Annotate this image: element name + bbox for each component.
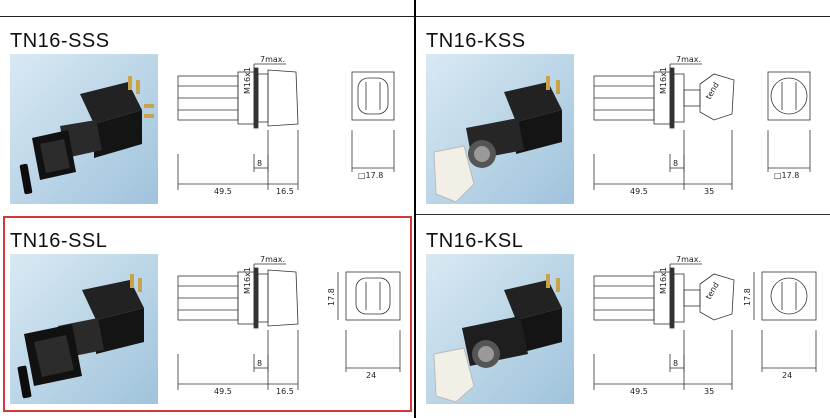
dim-body: 49.5 xyxy=(214,187,232,196)
product-photo xyxy=(10,54,158,204)
product-cell-tn16-ksl: TN16-KSL xyxy=(416,218,828,414)
selected-product-highlight xyxy=(3,216,412,412)
dimension-drawing: tend 7max. M16x1 49.5 8 35 □17.8 xyxy=(593,55,811,196)
dim-thread: M16x1 xyxy=(659,67,668,94)
dim-face-height: 17.8 xyxy=(743,288,752,306)
dim-face: 24 xyxy=(782,371,792,380)
dim-knob: 35 xyxy=(704,387,714,396)
product-cell-tn16-kss: TN16-KSS xyxy=(416,18,828,214)
product-cell-tn16-sss: TN16-SSS xyxy=(0,18,412,214)
dim-body: 49.5 xyxy=(630,387,648,396)
dim-face: 24 xyxy=(366,371,376,380)
dim-thread: M16x1 xyxy=(243,67,252,94)
dim-mount: 7max. xyxy=(260,55,285,64)
product-photo xyxy=(10,254,158,404)
dim-knob: 16.5 xyxy=(276,187,294,196)
dim-front: 8 xyxy=(257,159,262,168)
dimension-drawing: tend 7max. M16x1 49.5 8 35 17.8 24 xyxy=(593,255,817,396)
product-title: TN16-SSL xyxy=(10,230,108,252)
dim-front: 8 xyxy=(673,359,678,368)
dimension-drawing: 7max. M16x1 49.5 8 16.5 □17.8 xyxy=(177,55,395,196)
dim-face: □17.8 xyxy=(774,171,799,180)
dim-face-height: 17.8 xyxy=(327,288,336,306)
product-title: TN16-SSS xyxy=(10,30,110,52)
product-photo xyxy=(426,254,574,404)
dim-mount: 7max. xyxy=(676,255,701,264)
dim-knob: 16.5 xyxy=(276,387,294,396)
right-row-divider xyxy=(416,214,830,215)
key-brand-label: tend xyxy=(704,281,721,301)
key-brand-label: tend xyxy=(704,81,721,101)
dim-front: 8 xyxy=(257,359,262,368)
product-cell-tn16-ssl: TN16-SSL xyxy=(0,218,412,414)
center-divider xyxy=(414,0,416,418)
dim-front: 8 xyxy=(673,159,678,168)
product-title: TN16-KSL xyxy=(426,230,524,252)
dim-thread: M16x1 xyxy=(659,267,668,294)
dim-mount: 7max. xyxy=(260,255,285,264)
product-title: TN16-KSS xyxy=(426,30,526,52)
dim-mount: 7max. xyxy=(676,55,701,64)
dim-face: □17.8 xyxy=(358,171,383,180)
dimension-drawing: 7max. M16x1 49.5 8 16.5 17.8 24 xyxy=(177,255,401,396)
product-photo xyxy=(426,54,574,204)
dim-body: 49.5 xyxy=(214,387,232,396)
dim-thread: M16x1 xyxy=(243,267,252,294)
dim-knob: 35 xyxy=(704,187,714,196)
dim-body: 49.5 xyxy=(630,187,648,196)
